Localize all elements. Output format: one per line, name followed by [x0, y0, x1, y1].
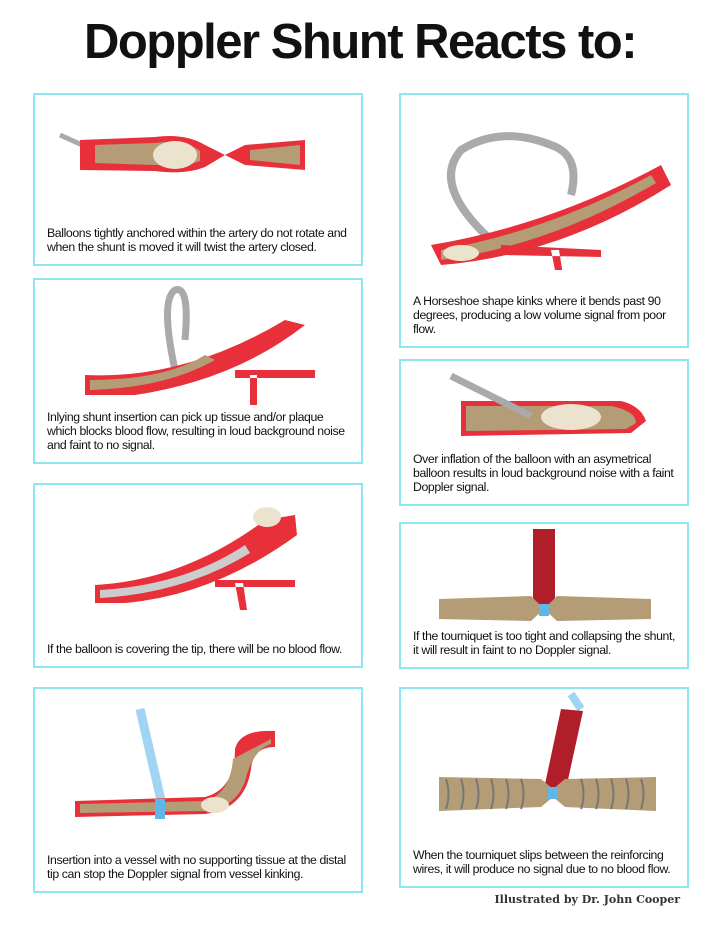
panel-over-inflation: Over inflation of the balloon with an as…	[399, 359, 689, 506]
panel-caption: When the tourniquet slips between the re…	[413, 848, 671, 876]
panel-inlying-insertion: Inlying shunt insertion can pick up tiss…	[33, 278, 363, 464]
illustrator-credit: Illustrated by Dr. John Cooper	[494, 893, 680, 906]
panel-caption: Inlying shunt insertion can pick up tiss…	[47, 410, 345, 452]
panel-vessel-kinking: Insertion into a vessel with no supporti…	[33, 687, 363, 893]
tourniquet-too-tight-illustration	[439, 529, 651, 621]
panel-tourniquet-too-tight: If the tourniquet is too tight and colla…	[399, 522, 689, 669]
panel-twisted-artery: Balloons tightly anchored within the art…	[33, 93, 363, 266]
over-inflation-illustration	[449, 372, 646, 436]
panel-horseshoe-kink: A Horseshoe shape kinks where it bends p…	[399, 93, 689, 348]
panel-caption: A Horseshoe shape kinks where it bends p…	[413, 294, 666, 336]
page-title: Doppler Shunt Reacts to:	[83, 15, 638, 69]
panel-caption: Insertion into a vessel with no supporti…	[47, 853, 346, 881]
twisted-artery-illustration	[58, 132, 305, 173]
panel-caption: Over inflation of the balloon with an as…	[413, 452, 674, 494]
panel-tourniquet-slips: When the tourniquet slips between the re…	[399, 687, 689, 888]
balloon-covering-tip-illustration	[95, 507, 297, 610]
panel-caption: If the tourniquet is too tight and colla…	[413, 629, 675, 657]
inlying-insertion-illustration	[85, 286, 315, 405]
panel-caption: If the balloon is covering the tip, ther…	[47, 642, 342, 656]
panel-caption: Balloons tightly anchored within the art…	[47, 226, 347, 254]
panel-balloon-covering-tip: If the balloon is covering the tip, ther…	[33, 483, 363, 668]
horseshoe-kink-illustration	[431, 132, 671, 270]
tourniquet-slips-illustration	[439, 691, 656, 811]
vessel-kinking-illustration	[75, 707, 275, 819]
